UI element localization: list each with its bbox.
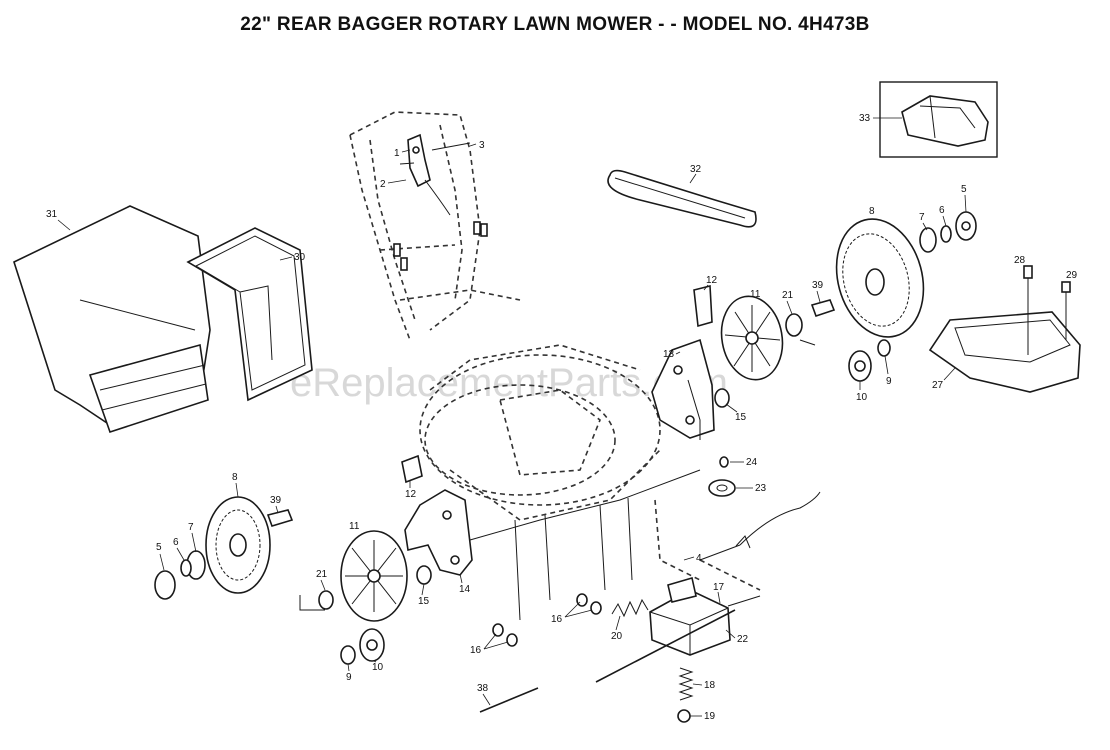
callout-8b: 8 (232, 472, 238, 483)
right-gear (848, 339, 891, 382)
left-axle-parts (266, 509, 334, 610)
callout-5b: 5 (156, 542, 162, 553)
height-adjuster-left (401, 454, 473, 585)
callout-4: 4 (696, 553, 702, 564)
left-gear (340, 628, 385, 665)
callout-2: 2 (380, 179, 386, 190)
callout-16a: 16 (470, 645, 482, 656)
handle-assembly-outline (349, 111, 521, 341)
callout-39a: 39 (812, 280, 824, 291)
rear-wheel-left (154, 496, 271, 600)
drive-disc-left (340, 530, 408, 622)
bag-frame (186, 227, 313, 402)
callout-6b: 6 (173, 537, 179, 548)
callout-18: 18 (704, 680, 716, 691)
callout-38: 38 (477, 683, 489, 694)
callout-29: 29 (1066, 270, 1078, 281)
transmission (649, 576, 761, 656)
right-axle-parts (785, 299, 836, 337)
callout-13: 13 (663, 349, 675, 360)
callout-12b: 12 (405, 489, 417, 500)
callout-7b: 7 (188, 522, 194, 533)
callout-31: 31 (46, 209, 58, 220)
cable-assembly (699, 491, 821, 561)
callout-7a: 7 (919, 212, 925, 223)
callout-11b: 11 (349, 521, 360, 532)
rod-38 (479, 687, 539, 713)
control-lever (399, 133, 471, 216)
callout-6a: 6 (939, 205, 945, 216)
callout-23: 23 (755, 483, 767, 494)
grass-bag (13, 205, 211, 434)
callout-24: 24 (746, 457, 758, 468)
part-33-inset (879, 81, 998, 158)
callout-10b: 10 (372, 662, 384, 673)
callout-32: 32 (690, 164, 702, 175)
rear-chute (928, 265, 1081, 393)
callout-1: 1 (394, 148, 400, 159)
callout-21a: 21 (782, 290, 794, 301)
spring-18 (677, 667, 694, 723)
callout-19: 19 (704, 711, 716, 722)
callout-16b: 16 (551, 614, 563, 625)
callout-33: 33 (859, 113, 871, 124)
callout-39b: 39 (270, 495, 282, 506)
callout-20: 20 (611, 631, 623, 642)
callout-15b: 15 (418, 596, 430, 607)
rear-wheel-right (835, 211, 977, 338)
handle-clips (393, 221, 488, 271)
callout-3: 3 (479, 140, 485, 151)
callout-21b: 21 (316, 569, 328, 580)
callout-22: 22 (737, 634, 749, 645)
callout-8a: 8 (869, 206, 875, 217)
drive-shaft (595, 609, 736, 683)
callout-9b: 9 (346, 672, 352, 683)
callout-17: 17 (713, 582, 725, 593)
drive-disc-right (720, 295, 784, 381)
drive-belt (607, 169, 757, 228)
pulley-23 (708, 456, 736, 497)
callout-5a: 5 (961, 184, 967, 195)
bushings-16 (492, 593, 602, 647)
callout-30: 30 (294, 252, 306, 263)
linkage-lines (299, 339, 816, 621)
diagram-title: 22" REAR BAGGER ROTARY LAWN MOWER - - MO… (240, 14, 870, 35)
spring-20 (611, 598, 649, 618)
mower-deck-outline (419, 344, 661, 521)
callout-9a: 9 (886, 376, 892, 387)
callout-10a: 10 (856, 392, 868, 403)
callout-12a: 12 (706, 275, 718, 286)
callout-27: 27 (932, 380, 944, 391)
callout-28: 28 (1014, 255, 1026, 266)
callout-15a: 15 (735, 412, 747, 423)
callout-14: 14 (459, 584, 471, 595)
callouts: 1 2 3 4 5 5 6 6 7 7 8 8 9 9 10 10 11 11 … (46, 113, 1078, 722)
callout-11a: 11 (750, 289, 761, 300)
